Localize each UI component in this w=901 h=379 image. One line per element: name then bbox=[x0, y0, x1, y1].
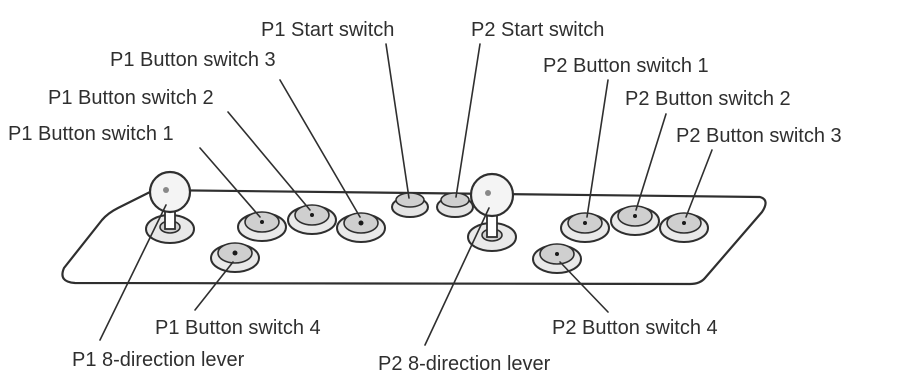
p1-start-switch bbox=[391, 192, 429, 218]
leader-p2-button-2 bbox=[635, 113, 667, 211]
label-p1-8-direction-lever: P1 8-direction lever bbox=[72, 349, 245, 371]
p2-joystick bbox=[467, 172, 517, 252]
p2-button-4 bbox=[532, 243, 582, 274]
label-p2-button-switch-1: P2 Button switch 1 bbox=[543, 55, 709, 77]
p1-button-2 bbox=[287, 204, 337, 235]
leader-p2-button-3 bbox=[685, 149, 713, 218]
leader-p1-start bbox=[385, 43, 410, 199]
panel-edge-front bbox=[74, 282, 691, 285]
p2-button-1 bbox=[560, 212, 610, 243]
leader-p1-lever bbox=[99, 204, 167, 341]
label-p1-button-switch-2: P1 Button switch 2 bbox=[48, 87, 214, 109]
p2-start-switch bbox=[436, 192, 474, 218]
p2-button-2 bbox=[610, 205, 660, 236]
p1-button-3 bbox=[336, 212, 386, 243]
leader-p1-button-4 bbox=[194, 261, 234, 311]
leader-p1-button-2 bbox=[227, 111, 311, 211]
leader-p1-button-1 bbox=[199, 147, 261, 218]
label-p2-8-direction-lever: P2 8-direction lever bbox=[378, 353, 551, 374]
leader-p2-start bbox=[455, 43, 481, 198]
label-p2-button-switch-3: P2 Button switch 3 bbox=[676, 125, 842, 147]
p1-joystick bbox=[145, 170, 195, 244]
p1-button-1 bbox=[237, 211, 287, 242]
label-p1-button-switch-3: P1 Button switch 3 bbox=[110, 49, 276, 71]
label-p2-button-switch-4: P2 Button switch 4 bbox=[552, 317, 718, 339]
leader-p2-button-4 bbox=[559, 261, 609, 313]
label-p2-button-switch-2: P2 Button switch 2 bbox=[625, 88, 791, 110]
leader-p2-lever bbox=[424, 207, 490, 346]
p2-button-3 bbox=[659, 212, 709, 243]
p1-button-4 bbox=[210, 242, 260, 273]
label-p1-button-switch-4: P1 Button switch 4 bbox=[155, 317, 321, 339]
label-p1-button-switch-1: P1 Button switch 1 bbox=[8, 123, 174, 145]
label-p1-start-switch: P1 Start switch bbox=[261, 19, 394, 41]
leader-p2-button-1 bbox=[586, 79, 609, 218]
label-p2-start-switch: P2 Start switch bbox=[471, 19, 604, 41]
leader-p1-button-3 bbox=[279, 79, 361, 218]
